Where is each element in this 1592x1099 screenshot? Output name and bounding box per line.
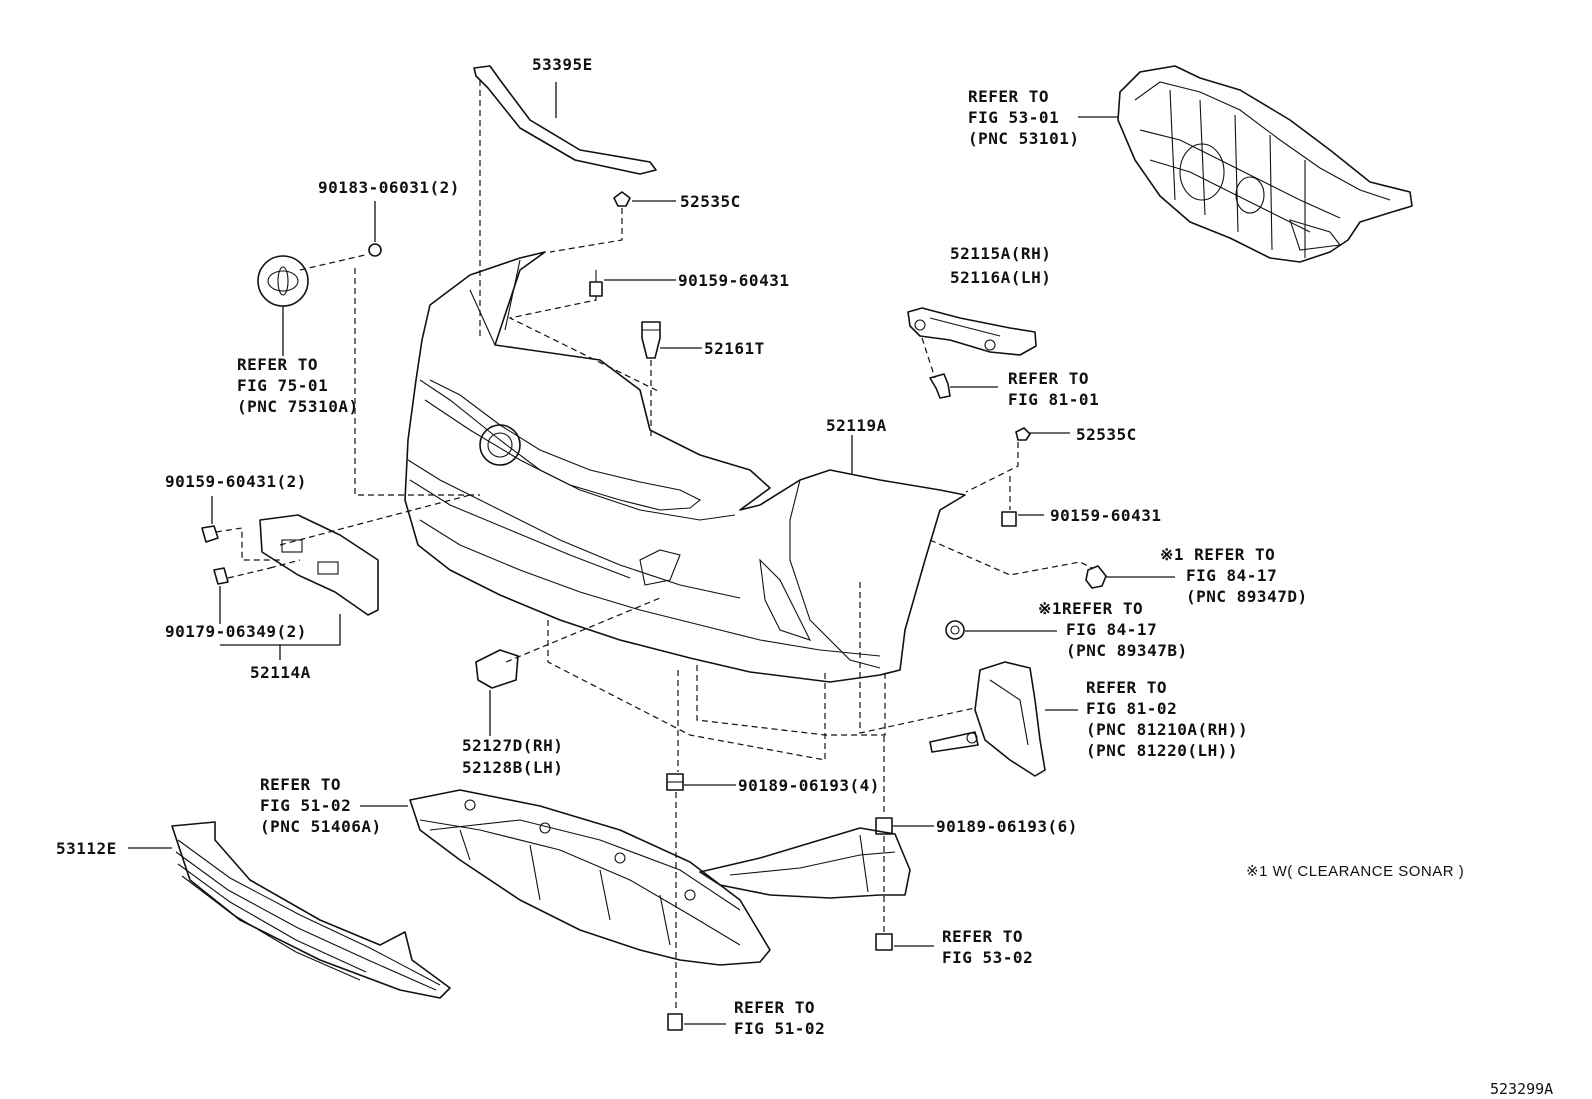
- clip-90179: [213, 567, 229, 585]
- clip-52535C-right: [1015, 427, 1031, 441]
- label-ref-53-01-l1: REFER TO: [968, 87, 1049, 106]
- label-ref-84-a-l2: FIG 84-17: [1186, 566, 1277, 585]
- label-ref-51-top-l2: FIG 51-02: [260, 796, 351, 815]
- label-53395E: 53395E: [532, 55, 593, 74]
- label-ref-81-02-l1: REFER TO: [1086, 678, 1167, 697]
- label-90159-top: 90159-60431: [678, 271, 789, 290]
- lower-grille: [171, 821, 451, 999]
- strip-53395E: [473, 65, 657, 175]
- screw-53-02: [875, 933, 893, 951]
- screw-bracket: [929, 373, 951, 399]
- label-ref-84-b-l2: FIG 84-17: [1066, 620, 1157, 639]
- screw-51-02-bottom: [667, 1013, 683, 1031]
- footnote-clearance-sonar: ※1 W( CLEARANCE SONAR ): [1246, 863, 1464, 880]
- label-52161T: 52161T: [704, 339, 765, 358]
- label-ref-81-01-l1: REFER TO: [1008, 369, 1089, 388]
- label-90189-4: 90189-06193(4): [738, 776, 880, 795]
- clip-90189-6: [875, 817, 893, 835]
- label-ref-75-l1: REFER TO: [237, 355, 318, 374]
- sonar-sensor-B: [945, 620, 965, 640]
- sonar-bracket-D: [1085, 565, 1107, 589]
- screw-90159-top: [589, 270, 603, 297]
- label-ref-51-top-l1: REFER TO: [260, 775, 341, 794]
- label-52114A: 52114A: [250, 663, 311, 682]
- label-52115A: 52115A(RH): [950, 244, 1051, 263]
- label-ref-53-01-l3: (PNC 53101): [968, 129, 1079, 148]
- label-ref-53-01-l2: FIG 53-01: [968, 108, 1059, 127]
- label-ref-53-02-l2: FIG 53-02: [942, 948, 1033, 967]
- figure-id: 523299A: [1490, 1080, 1553, 1098]
- label-52535C-right: 52535C: [1076, 425, 1137, 444]
- clip-90189-4: [666, 773, 684, 791]
- clip-52161T: [641, 321, 661, 359]
- label-ref-51-bot-l2: FIG 51-02: [734, 1019, 825, 1038]
- emblem: [257, 243, 382, 307]
- label-52127D: 52127D(RH): [462, 736, 563, 755]
- label-52116A: 52116A(LH): [950, 268, 1051, 287]
- tow-hook-cover: [475, 649, 519, 689]
- license-bracket: [259, 514, 379, 616]
- label-ref-81-02-l2: FIG 81-02: [1086, 699, 1177, 718]
- engine-undercover-right: [699, 827, 911, 899]
- label-ref-84-b-l1: ※1REFER TO: [1038, 599, 1143, 618]
- label-90179: 90179-06349(2): [165, 622, 307, 641]
- label-90159-right: 90159-60431: [1050, 506, 1161, 525]
- engine-undercover-left: [409, 789, 771, 966]
- screw-90159-left: [201, 525, 219, 543]
- screw-90159-right: [1001, 511, 1017, 527]
- label-ref-84-a-l1: ※1 REFER TO: [1160, 545, 1275, 564]
- label-ref-84-a-l3: (PNC 89347D): [1186, 587, 1308, 606]
- clip-52535C-top: [613, 191, 631, 207]
- label-ref-81-02-l3: (PNC 81210A(RH)): [1086, 720, 1248, 739]
- label-53112E: 53112E: [56, 839, 117, 858]
- label-ref-75-l3: (PNC 75310A): [237, 397, 359, 416]
- label-ref-75-l2: FIG 75-01: [237, 376, 328, 395]
- grille-assembly: [1117, 65, 1413, 263]
- label-ref-81-02-l4: (PNC 81220(LH)): [1086, 741, 1238, 760]
- bracket-52115A: [907, 307, 1037, 356]
- bumper-cover: [404, 251, 966, 683]
- label-52128B: 52128B(LH): [462, 758, 563, 777]
- label-52119A: 52119A: [826, 416, 887, 435]
- fog-light: [929, 661, 1046, 777]
- label-90159-left: 90159-60431(2): [165, 472, 307, 491]
- label-52535C-top: 52535C: [680, 192, 741, 211]
- label-ref-51-bot-l1: REFER TO: [734, 998, 815, 1017]
- label-ref-84-b-l3: (PNC 89347B): [1066, 641, 1188, 660]
- label-ref-51-top-l3: (PNC 51406A): [260, 817, 382, 836]
- label-90183: 90183-06031(2): [318, 178, 460, 197]
- label-ref-81-01-l2: FIG 81-01: [1008, 390, 1099, 409]
- label-ref-53-02-l1: REFER TO: [942, 927, 1023, 946]
- label-90189-6: 90189-06193(6): [936, 817, 1078, 836]
